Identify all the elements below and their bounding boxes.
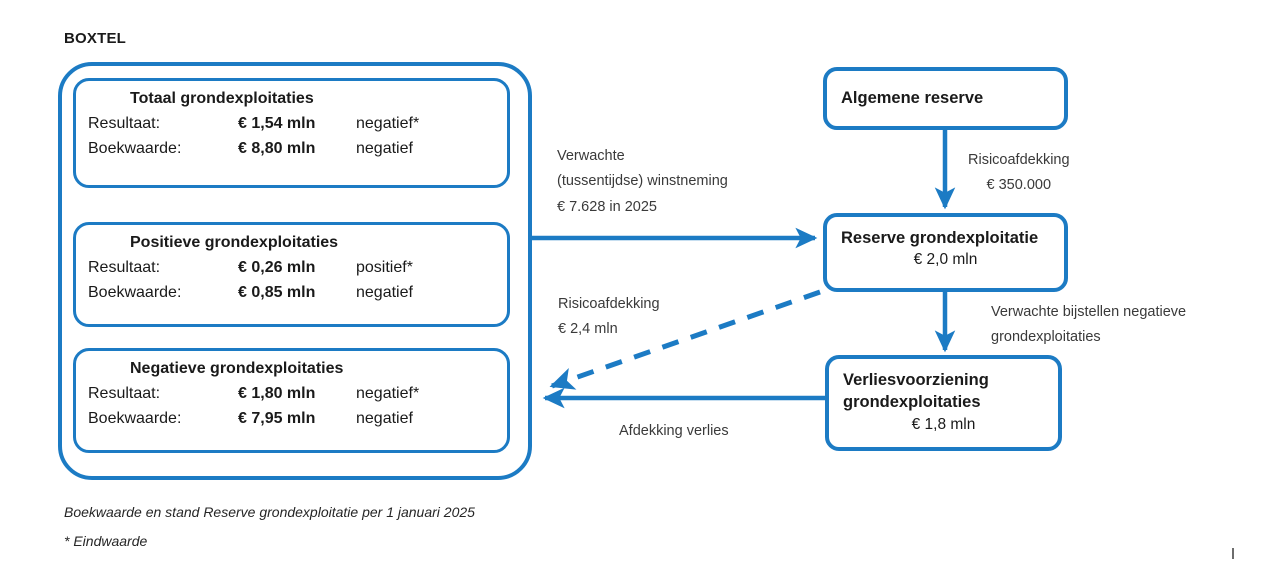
box-reserve-grondexploitatie[interactable]: Reserve grondexploitatie € 2,0 mln bbox=[823, 213, 1068, 292]
row-sign: negatief bbox=[356, 409, 413, 427]
edge-label-line: Afdekking verlies bbox=[619, 423, 729, 439]
edge-label-risicoafdekking-algemene: Risicoafdekking € 350.000 bbox=[968, 148, 1070, 199]
edge-label-line: € 2,4 mln bbox=[558, 321, 618, 338]
footnote-boekwaarde: Boekwaarde en stand Reserve grondexploit… bbox=[64, 504, 475, 520]
node-title: Algemene reserve bbox=[841, 89, 984, 108]
edge-label-risicoafdekking-reserve: Risicoafdekking € 2,4 mln bbox=[558, 292, 660, 343]
edge-label-line: (tussentijdse) winstneming bbox=[557, 173, 728, 190]
row-amount: € 1,54 mln bbox=[238, 115, 316, 132]
edge-label-line: € 350.000 bbox=[986, 177, 1052, 194]
row-amount: € 0,85 mln bbox=[238, 283, 316, 301]
row-label: Resultaat: bbox=[88, 259, 161, 276]
node-title-line1: Verliesvoorziening bbox=[843, 371, 989, 389]
row-label: Boekwaarde: bbox=[88, 139, 182, 157]
box-positieve-grondexploitaties[interactable]: Positieve grondexploitaties Resultaat: €… bbox=[73, 222, 510, 327]
row-label: Resultaat: bbox=[88, 115, 161, 132]
edge-label-bijstellen: Verwachte bijstellen negatieve grondexpl… bbox=[991, 300, 1186, 351]
table-row: Resultaat: € 1,80 mln negatief* bbox=[88, 382, 495, 407]
row-amount: € 8,80 mln bbox=[238, 139, 316, 157]
box-title: Negatieve grondexploitaties bbox=[130, 360, 344, 377]
box-negatieve-grondexploitaties[interactable]: Negatieve grondexploitaties Resultaat: €… bbox=[73, 348, 510, 453]
edge-label-line: Risicoafdekking bbox=[558, 296, 660, 312]
box-title: Positieve grondexploitaties bbox=[130, 234, 339, 251]
edge-label-line: Verwachte bijstellen negatieve bbox=[991, 304, 1187, 320]
edge-label-afdekking-verlies: Afdekking verlies bbox=[619, 419, 729, 444]
row-label: Boekwaarde: bbox=[88, 409, 182, 427]
footnote-eindwaarde: * Eindwaarde bbox=[64, 533, 148, 549]
node-title: Reserve grondexploitatie bbox=[841, 229, 1039, 247]
table-row: Resultaat: € 1,54 mln negatief* bbox=[88, 112, 495, 137]
node-title-line2: grondexploitaties bbox=[843, 393, 981, 412]
node-amount: € 2,0 mln bbox=[913, 251, 978, 269]
page-margin-tick bbox=[1232, 548, 1234, 559]
node-amount: € 1,8 mln bbox=[911, 415, 976, 433]
row-amount: € 7,95 mln bbox=[238, 409, 316, 427]
box-algemene-reserve[interactable]: Algemene reserve bbox=[823, 67, 1068, 130]
row-label: Resultaat: bbox=[88, 385, 161, 402]
table-row: Boekwaarde: € 0,85 mln negatief bbox=[88, 281, 495, 306]
row-sign: positief* bbox=[356, 259, 413, 276]
edge-label-line: Verwachte bbox=[557, 148, 625, 164]
edge-label-line: grondexploitaties bbox=[991, 329, 1101, 346]
row-amount: € 1,80 mln bbox=[238, 385, 316, 402]
row-label: Boekwaarde: bbox=[88, 283, 182, 301]
box-title: Totaal grondexploitaties bbox=[130, 90, 314, 107]
row-amount: € 0,26 mln bbox=[238, 259, 316, 276]
page-title: BOXTEL bbox=[64, 30, 127, 47]
row-sign: negatief bbox=[356, 139, 413, 157]
edge-label-line: Risicoafdekking bbox=[968, 152, 1070, 168]
table-row: Boekwaarde: € 8,80 mln negatief bbox=[88, 137, 495, 162]
edge-label-line: € 7.628 in 2025 bbox=[557, 198, 657, 215]
table-row: Boekwaarde: € 7,95 mln negatief bbox=[88, 407, 495, 432]
row-sign: negatief* bbox=[356, 385, 420, 402]
edge-label-winstneming: Verwachte (tussentijdse) winstneming € 7… bbox=[557, 144, 728, 220]
box-verliesvoorziening-grondexploitaties[interactable]: Verliesvoorziening grondexploitaties € 1… bbox=[825, 355, 1062, 451]
box-totaal-grondexploitaties[interactable]: Totaal grondexploitaties Resultaat: € 1,… bbox=[73, 78, 510, 188]
grondexploitaties-group bbox=[58, 62, 532, 480]
row-sign: negatief bbox=[356, 283, 413, 301]
row-sign: negatief* bbox=[356, 115, 420, 132]
table-row: Resultaat: € 0,26 mln positief* bbox=[88, 256, 495, 281]
